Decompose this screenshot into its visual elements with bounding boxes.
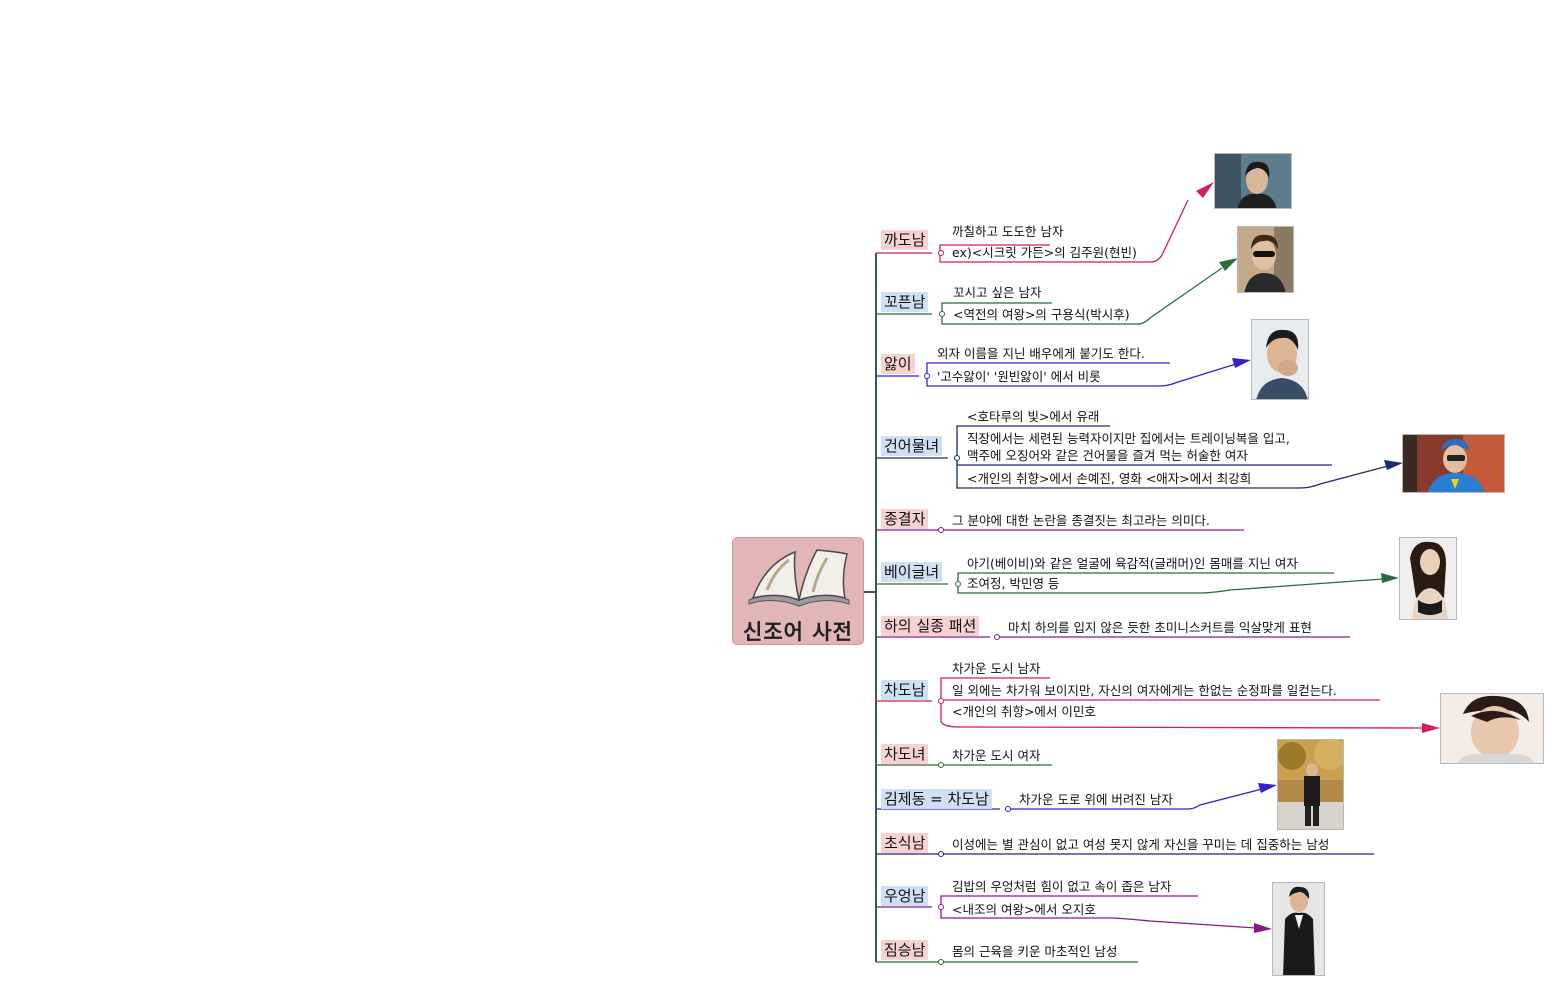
photo-choikanghee[interactable] <box>1402 434 1505 493</box>
photo-leeminho[interactable] <box>1440 693 1544 764</box>
open-book-icon <box>748 549 850 607</box>
central-node[interactable]: 신조어 사전 <box>732 537 864 645</box>
leaf-alhi-1: 외자 이름을 지닌 배우에게 붙기도 한다. <box>937 346 1145 361</box>
topic-bagelnyeo[interactable]: 베이글녀 <box>881 562 943 582</box>
central-title: 신조어 사전 <box>743 620 853 644</box>
leaf-chadonam-1: 차가운 도시 남자 <box>952 661 1041 676</box>
topic-alhi[interactable]: 앓이 <box>881 354 915 374</box>
leaf-geoneomulnyeo-1: <호타루의 빛>에서 유래 <box>967 409 1100 424</box>
leaf-chosiknam-1: 이성에는 별 관심이 없고 여성 못지 않게 자신을 꾸미는 데 집중하는 남성 <box>952 837 1330 852</box>
topic-chadonam[interactable]: 차도남 <box>881 680 929 700</box>
leaf-ueongnam-2: <내조의 여왕>에서 오지호 <box>952 902 1096 917</box>
leaf-jimseungnam-1: 몸의 근육을 키운 마초적인 남성 <box>952 944 1118 959</box>
topic-kimjedong[interactable]: 김제동 = 차도남 <box>881 789 992 809</box>
topic-geoneomulnyeo[interactable]: 건어물녀 <box>881 436 943 456</box>
leaf-chadonyeo-1: 차가운 도시 여자 <box>952 748 1041 763</box>
leaf-kkadonam-1: 까칠하고 도도한 남자 <box>952 224 1064 239</box>
leaf-geoneomulnyeo-2: 직장에서는 세련된 능력자이지만 집에서는 트레이닝복을 입고, <box>967 431 1290 446</box>
photo-parksihoo[interactable] <box>1237 226 1294 293</box>
leaf-ueongnam-1: 김밥의 우엉처럼 힘이 없고 속이 좁은 남자 <box>952 879 1172 894</box>
photo-actor-yawning[interactable] <box>1251 319 1309 400</box>
topic-jimseungnam[interactable]: 짐승남 <box>881 940 929 960</box>
topic-chadonyeo[interactable]: 차도녀 <box>881 744 929 764</box>
photo-baegel-actress[interactable] <box>1399 537 1457 620</box>
leaf-geoneomulnyeo-4: <개인의 취향>에서 손예진, 영화 <애자>에서 최강희 <box>967 471 1252 486</box>
photo-kimjedong[interactable] <box>1277 739 1344 830</box>
leaf-kkadonam-2: ex)<시크릿 가든>의 김주원(현빈) <box>952 245 1137 260</box>
leaf-kkopeunnam-2: <역전의 여왕>의 구용식(박시후) <box>953 307 1130 322</box>
topic-chosiknam[interactable]: 초식남 <box>881 833 929 853</box>
leaf-kimjedong-1: 차가운 도로 위에 버려진 남자 <box>1019 792 1173 807</box>
leaf-haui-siljong-1: 마치 하의를 입지 않은 듯한 초미니스커트를 익살맞게 표현 <box>1008 620 1312 635</box>
topic-haui-siljong[interactable]: 하의 실종 패션 <box>881 616 980 636</box>
topic-jonggyeolja[interactable]: 종결자 <box>881 509 929 529</box>
topic-kkadonam[interactable]: 까도남 <box>881 230 929 250</box>
leaf-chadonam-2: 일 외에는 차가워 보이지만, 자신의 여자에게는 한없는 순정파를 일컫는다. <box>952 683 1337 698</box>
leaf-geoneomulnyeo-3: 맥주에 오징어와 같은 건어물을 즐겨 먹는 허술한 여자 <box>967 448 1248 463</box>
photo-hyunbin[interactable] <box>1214 153 1292 209</box>
topic-kkopeunnam[interactable]: 꼬픈남 <box>881 292 929 312</box>
leaf-bagelnyeo-1: 아기(베이비)와 같은 얼굴에 육감적(글래머)인 몸매를 지닌 여자 <box>967 556 1298 571</box>
topic-ueongnam[interactable]: 우엉남 <box>881 886 929 906</box>
leaf-kkopeunnam-1: 꼬시고 싶은 남자 <box>953 285 1042 300</box>
leaf-jonggyeolja-1: 그 분야에 대한 논란을 종결짓는 최고라는 의미다. <box>952 513 1210 528</box>
leaf-chadonam-3: <개인의 취향>에서 이민호 <box>952 704 1096 719</box>
leaf-alhi-2: '고수앓이' '원빈앓이' 에서 비롯 <box>937 369 1101 384</box>
photo-ohjiho[interactable] <box>1272 882 1325 976</box>
leaf-bagelnyeo-2: 조여정, 박민영 등 <box>967 576 1060 591</box>
